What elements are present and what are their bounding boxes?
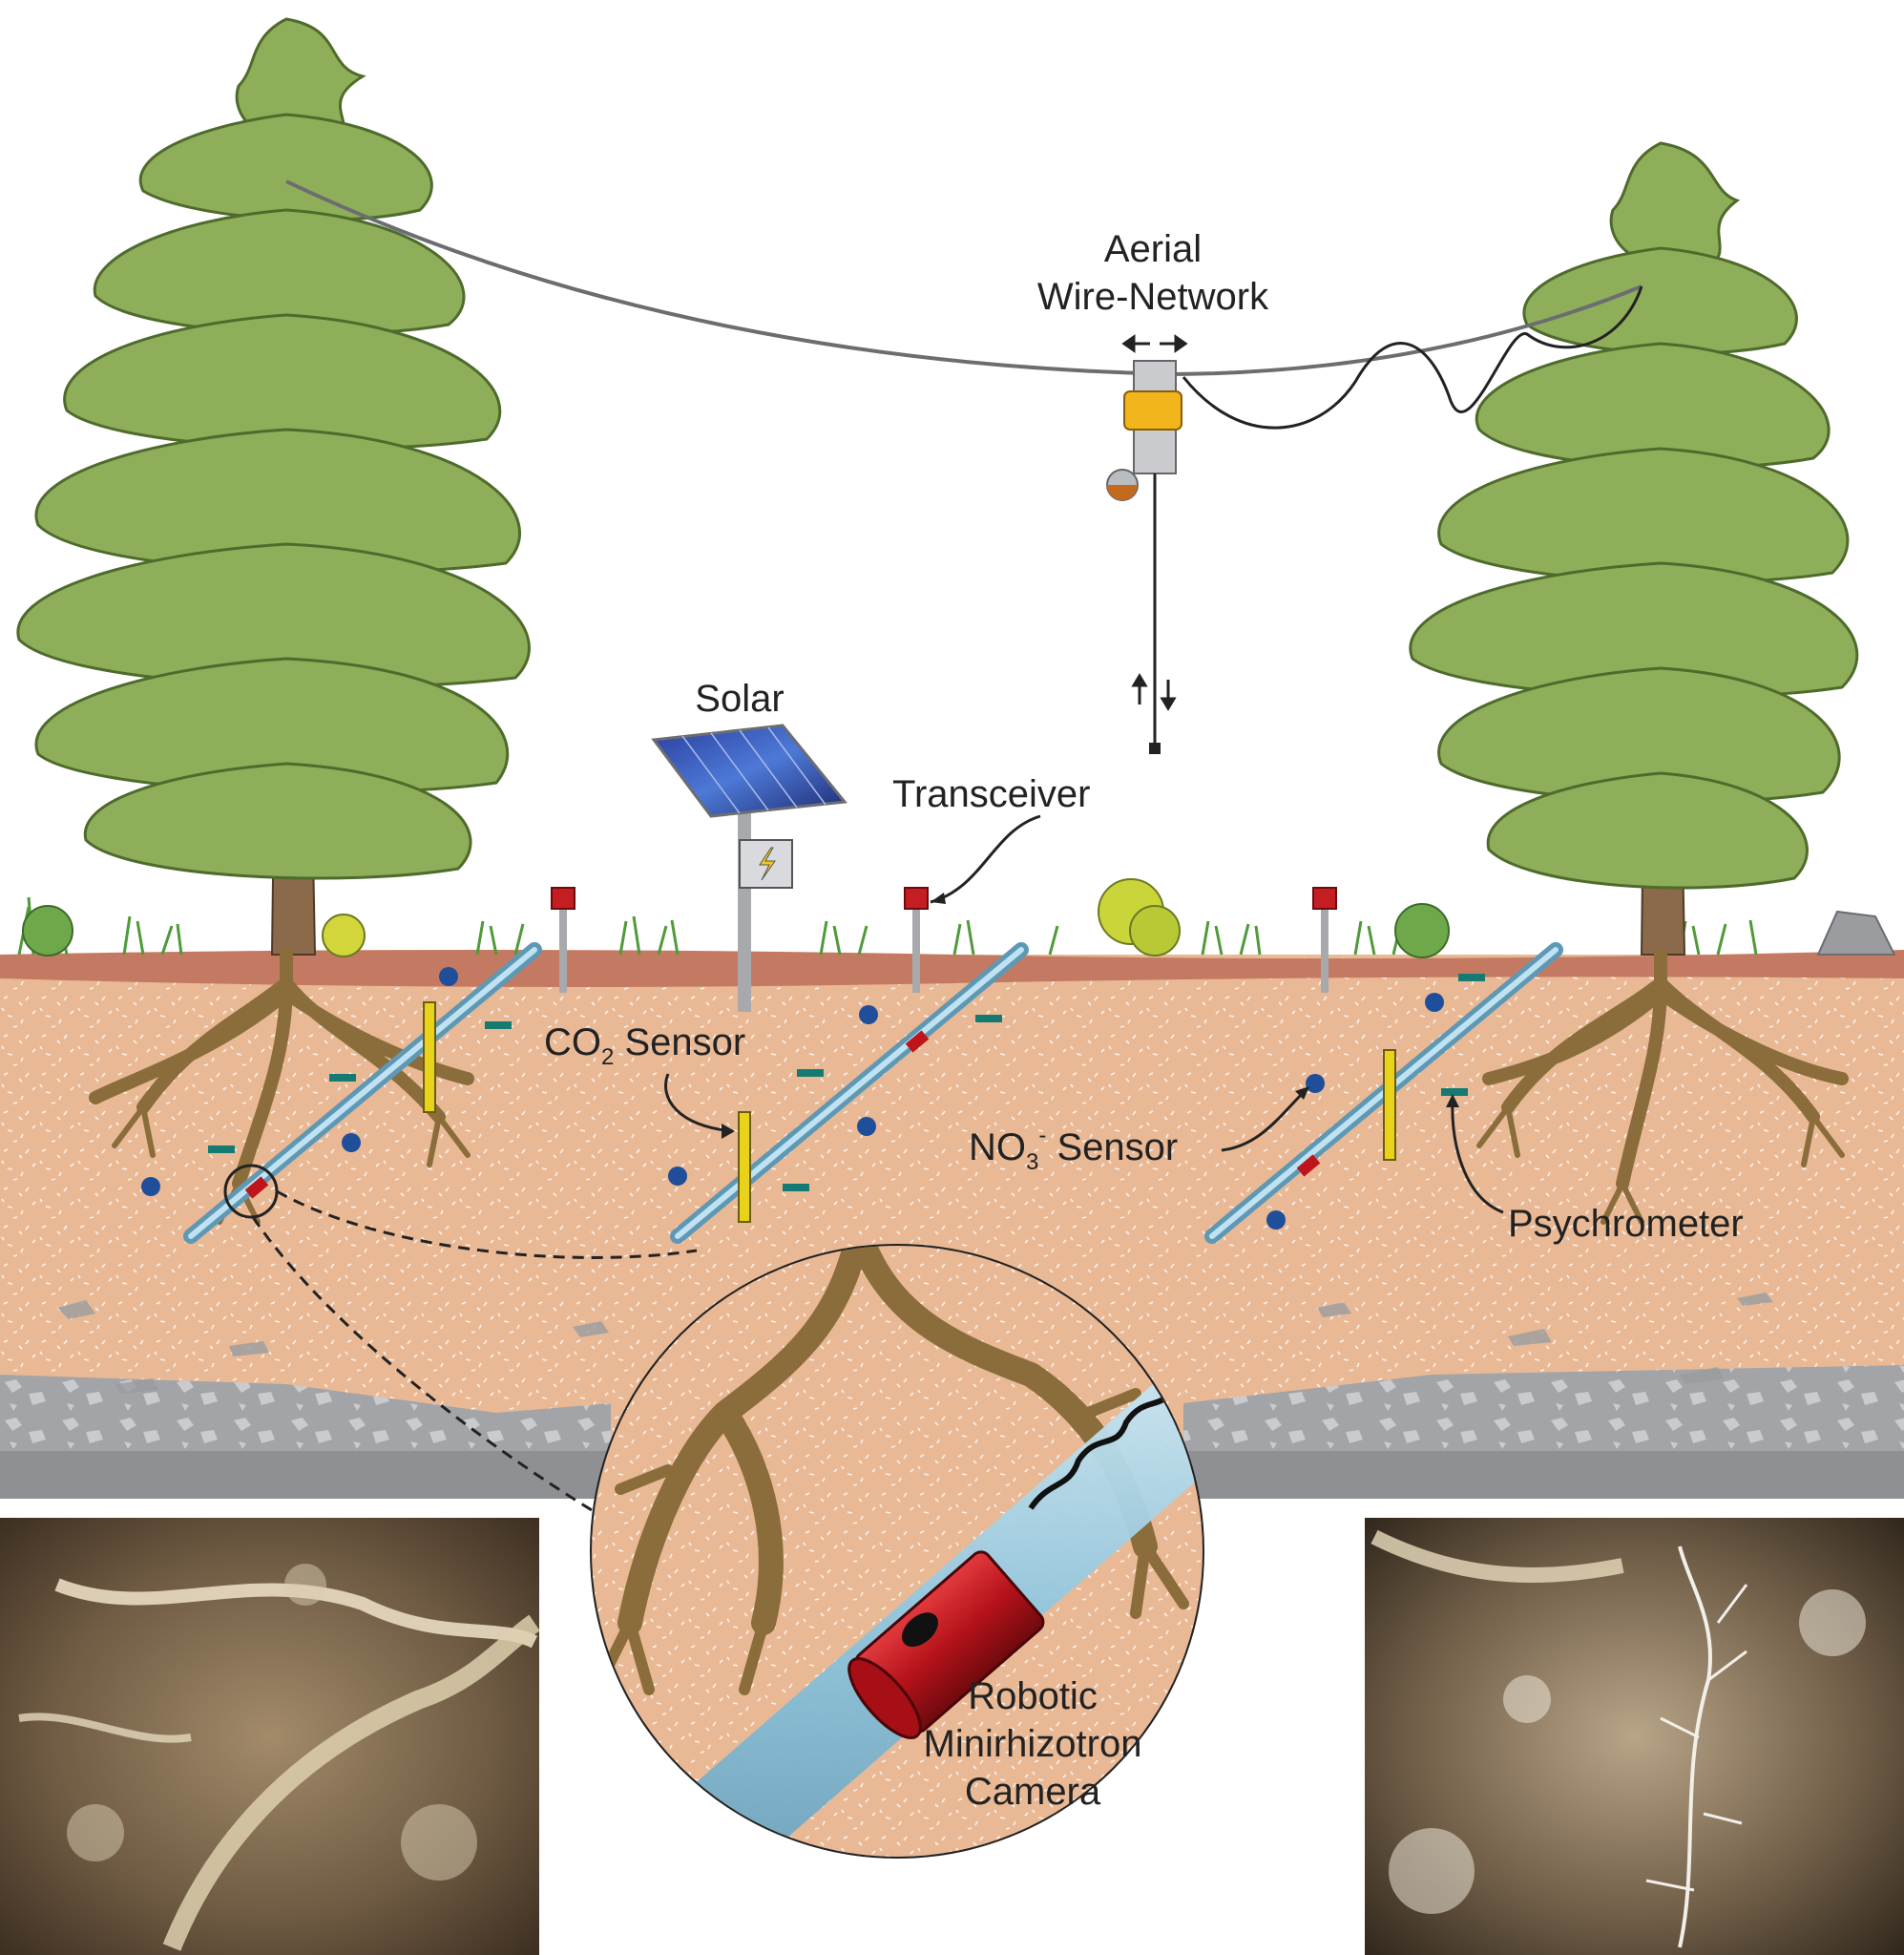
- label-solar: Solar: [695, 678, 784, 720]
- tree-icon: [1409, 141, 1859, 1225]
- label-camera-line1: Robotic: [968, 1675, 1098, 1717]
- label-aerial-line2: Wire-Network: [1037, 276, 1269, 318]
- leader-no3: [1221, 1088, 1308, 1152]
- minirhizotron-tube-icon: [183, 942, 542, 1244]
- movement-arrows: [1121, 334, 1188, 711]
- root-photo-left: [0, 1518, 539, 1955]
- topsoil-layer: [0, 950, 1904, 987]
- minirhizotron-tube-icon: [670, 942, 1029, 1244]
- tree-icon: [16, 17, 531, 1225]
- magnified-view: Robotic Minirhizotron Camera: [590, 1244, 1204, 1859]
- shrubs: [22, 878, 1896, 958]
- label-camera-line3: Camera: [965, 1771, 1101, 1813]
- no3-sensor-probes: [141, 967, 1444, 1230]
- co2-sensor-probes: [423, 1001, 1396, 1223]
- label-camera-line2: Minirhizotron: [924, 1723, 1142, 1765]
- aerial-cable: [285, 179, 1642, 377]
- camera-icon: [847, 1550, 1045, 1739]
- label-co2: CO2 Sensor: [544, 1021, 745, 1070]
- label-transceiver: Transceiver: [892, 773, 1090, 815]
- leader-transceiver: [930, 814, 1041, 904]
- tree-roots: [89, 948, 474, 1190]
- transceiver-icon: [551, 887, 575, 993]
- root-photo-right: [1365, 1518, 1904, 1955]
- solar-panel-icon: [651, 724, 847, 818]
- solar-station: Solar: [651, 678, 847, 1012]
- rock: [1816, 910, 1896, 956]
- label-psychrometer: Psychrometer: [1508, 1203, 1744, 1245]
- label-aerial-line1: Aerial: [1104, 228, 1202, 270]
- leader-co2: [664, 1073, 734, 1133]
- psychrometer-probes: [208, 974, 1485, 1191]
- transceiver-icon: [904, 887, 929, 993]
- gravel-bits: [57, 1293, 1773, 1394]
- aerial-node-icon: [1106, 360, 1182, 754]
- tree-roots: [1482, 948, 1849, 1190]
- leader-psychrometer: [1451, 1097, 1504, 1214]
- power-cable: [1182, 285, 1643, 430]
- label-no3: NO3- Sensor: [969, 1123, 1178, 1175]
- aerial-wire-network: Aerial Wire-Network: [285, 179, 1643, 754]
- transceiver-icon: [1312, 887, 1337, 993]
